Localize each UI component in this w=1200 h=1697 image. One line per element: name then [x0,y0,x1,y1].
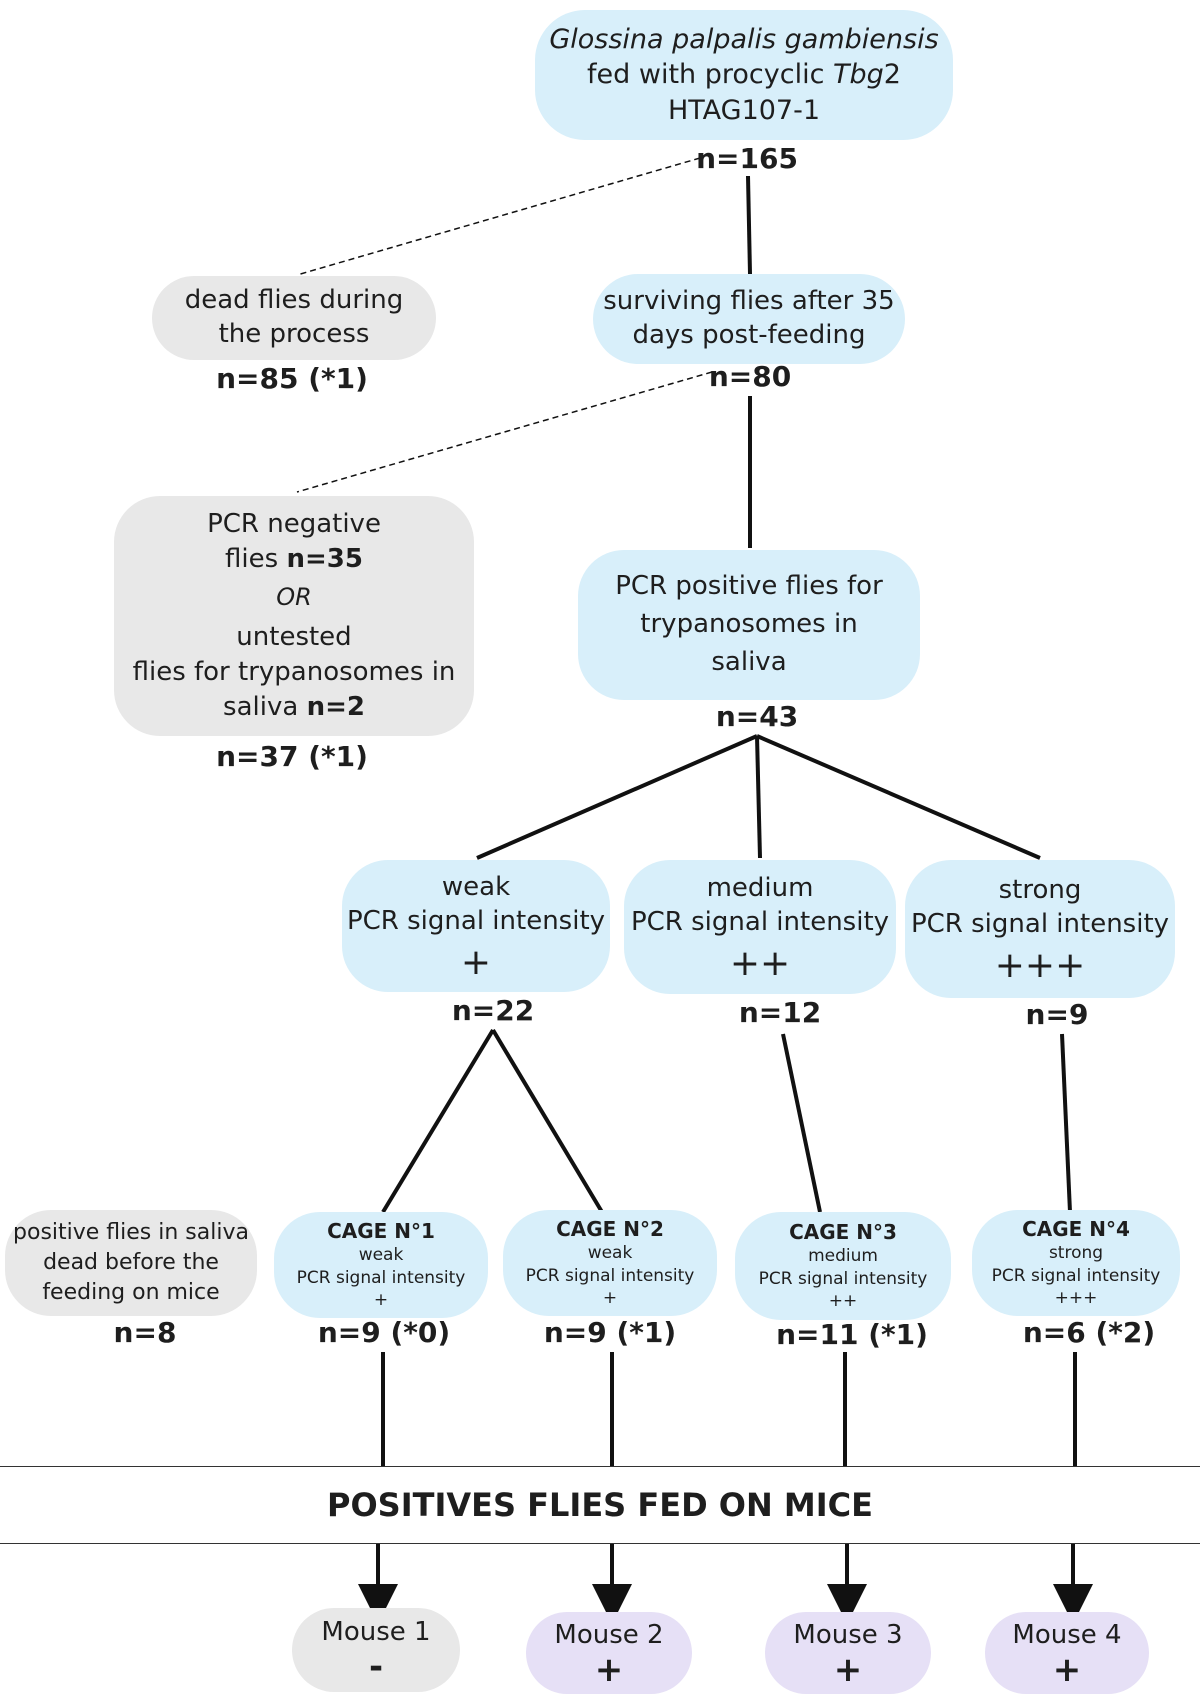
intensity-medium-symbol: ++ [729,942,791,984]
cage-2-label: PCR signal intensity [525,1265,695,1286]
mouse-2-node: Mouse 2 + [526,1612,692,1694]
cage-3-level: medium [808,1245,878,1266]
dashed-link-dead [296,157,701,276]
pcr-negative-node: PCR negative flies n=35 OR untested flie… [114,496,474,736]
intensity-medium-node: medium PCR signal intensity ++ [624,860,896,994]
intensity-strong-label: PCR signal intensity [910,909,1170,939]
root-node: Glossina palpalis gambiensis fed with pr… [535,10,953,140]
positive-line3: saliva [711,646,787,677]
dead-count: n=85 (*1) [216,362,368,395]
mouse-4-result: + [1052,1649,1082,1690]
mouse-2-label: Mouse 2 [554,1620,664,1651]
negative-or: OR [276,583,312,612]
dead-before-line2: dead before the [43,1250,219,1276]
negative-line5: saliva n=2 [223,691,365,722]
dead-line1: dead flies during [184,285,404,316]
intensity-strong-node: strong PCR signal intensity +++ [905,860,1175,998]
dead-line2: the process [218,319,370,349]
intensity-weak-symbol: + [460,941,492,983]
root-species: Glossina palpalis gambiensis [549,24,939,56]
cage-2-node: CAGE N°2 weak PCR signal intensity + [503,1210,717,1316]
link-medium-cage3 [781,1033,822,1213]
positive-line2: trypanosomes in [640,609,858,640]
cage-3-title: CAGE N°3 [789,1219,897,1244]
dead-flies-node: dead flies during the process [152,276,436,360]
cage-1-node: CAGE N°1 weak PCR signal intensity + [274,1212,488,1318]
surviving-count: n=80 [708,360,792,393]
mouse-3-result: + [833,1649,863,1690]
surviving-flies-node: surviving flies after 35 days post-feedi… [593,274,905,364]
pcr-positive-node: PCR positive flies for trypanosomes in s… [578,550,920,700]
surviving-line1: surviving flies after 35 [603,286,895,317]
cage-2-title: CAGE N°2 [556,1216,664,1241]
intensity-weak-label: PCR signal intensity [346,906,606,936]
cage-1-count: n=9 (*0) [317,1316,451,1349]
intensity-strong-level: strong [998,875,1082,906]
root-count: n=165 [696,142,798,175]
cage-3-label: PCR signal intensity [758,1268,928,1289]
cage-3-count: n=11 (*1) [776,1318,928,1351]
cage-4-node: CAGE N°4 strong PCR signal intensity +++ [972,1210,1180,1316]
mouse-1-label: Mouse 1 [321,1617,431,1648]
dead-before-count: n=8 [113,1316,177,1349]
cage-1-title: CAGE N°1 [327,1218,435,1243]
negative-line1: PCR negative [207,509,381,540]
positive-line1: PCR positive flies for [615,571,883,602]
negative-line4: flies for trypanosomes in [132,656,456,687]
cage-4-symbol: +++ [1054,1288,1098,1309]
intensity-medium-label: PCR signal intensity [630,907,890,937]
cage-4-title: CAGE N°4 [1022,1216,1130,1241]
mouse-3-node: Mouse 3 + [765,1612,931,1694]
mouse-2-result: + [594,1649,624,1690]
cage-4-label: PCR signal intensity [991,1265,1161,1286]
negative-count: n=37 (*1) [216,740,368,773]
negative-line2: flies n=35 [225,544,363,575]
cage-1-label: PCR signal intensity [296,1267,466,1288]
cage-3-node: CAGE N°3 medium PCR signal intensity ++ [735,1212,951,1320]
cage-2-count: n=9 (*1) [543,1316,677,1349]
cage-1-symbol: + [373,1290,389,1311]
cage-2-level: weak [587,1242,633,1263]
mouse-3-label: Mouse 3 [793,1620,903,1651]
intensity-medium-count: n=12 [738,996,822,1029]
intensity-strong-symbol: +++ [994,944,1086,986]
dead-before-line3: feeding on mice [42,1279,220,1305]
dead-before-feeding-node: positive flies in saliva dead before the… [5,1210,257,1316]
link-strong-cage4 [1060,1033,1072,1213]
intensity-weak-level: weak [441,872,511,903]
negative-line3: untested [236,621,352,652]
mouse-1-result: - [368,1646,384,1687]
intensity-weak-node: weak PCR signal intensity + [342,860,610,992]
mouse-4-label: Mouse 4 [1012,1620,1122,1651]
cage-2-symbol: + [602,1288,618,1309]
mouse-4-node: Mouse 4 + [985,1612,1149,1694]
intensity-medium-level: medium [706,873,814,904]
cage-1-level: weak [358,1244,404,1265]
cage-3-symbol: ++ [828,1291,858,1312]
cage-4-level: strong [1048,1242,1104,1263]
link-weak-cage2 [491,1028,604,1214]
fed-on-mice-banner: POSITIVES FLIES FED ON MICE [0,1466,1200,1544]
surviving-line2: days post-feeding [632,320,866,350]
link-root-surviving [746,175,752,275]
positive-count: n=43 [715,700,799,733]
link-positive-strong [756,734,1041,860]
dashed-link-negative [296,371,713,493]
dead-before-line1: positive flies in saliva [13,1220,249,1246]
link-positive-medium [755,735,762,859]
mouse-1-node: Mouse 1 - [292,1608,460,1692]
intensity-strong-count: n=9 [1025,998,1089,1031]
root-feeding: fed with procyclic Tbg2 [587,59,901,91]
intensity-weak-count: n=22 [451,994,535,1027]
link-positive-weak [476,734,758,860]
root-strain: HTAG107-1 [667,94,821,126]
cage-4-count: n=6 (*2) [1022,1316,1156,1349]
link-weak-cage1 [381,1028,495,1214]
